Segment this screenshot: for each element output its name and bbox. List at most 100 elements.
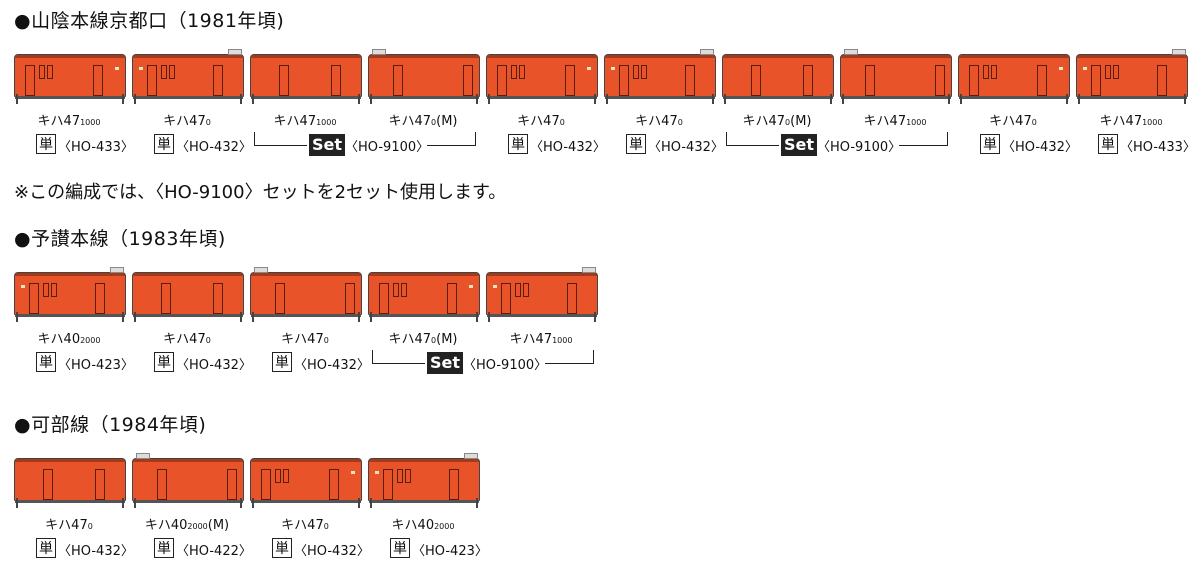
coupler (358, 312, 360, 322)
car-name: キハ47 (635, 114, 678, 129)
railcar-body (486, 54, 598, 99)
coupler (594, 312, 596, 322)
door (619, 65, 629, 96)
railcar (1076, 48, 1190, 104)
railcar-body (14, 272, 126, 317)
coupler (606, 94, 608, 104)
section-title-sanin: ●山陰本線京都口（1981年頃) (14, 10, 285, 32)
railcar (722, 48, 836, 104)
door (567, 283, 577, 314)
car-suffix: (M) (790, 114, 812, 129)
tail-lamp (139, 67, 143, 70)
door (161, 283, 171, 314)
coupler (842, 94, 844, 104)
coupler (370, 312, 372, 322)
railcar (368, 452, 482, 508)
car-subnumber: 0 (205, 118, 211, 127)
door (383, 469, 393, 500)
window (43, 283, 49, 297)
coupler (960, 94, 962, 104)
set-product-code: 〈HO-9100〉 (463, 358, 548, 373)
railcar (486, 266, 600, 322)
coupler (252, 94, 254, 104)
door (501, 283, 511, 314)
car-label: キハ471000 (1074, 110, 1188, 129)
formation-note: ※この編成では、〈HO-9100〉セットを2セット使用します。 (14, 182, 507, 203)
car-subnumber: 2000 (434, 522, 455, 531)
window (393, 283, 399, 297)
railcar-body (604, 54, 716, 99)
railcar-body (1076, 54, 1188, 99)
railcar (132, 266, 246, 322)
car-name: キハ47 (509, 332, 553, 347)
car-label: キハ471000 (12, 110, 126, 129)
product-code: 〈HO-432〉 (176, 140, 252, 155)
coupler (476, 94, 478, 104)
door (275, 283, 285, 314)
car-subnumber: 1000 (552, 336, 573, 345)
roof-equipment (582, 267, 596, 273)
single-item-badge: 単 (272, 352, 292, 372)
window (47, 65, 53, 79)
section-title-kabe: ●可部線（1984年頃) (14, 414, 207, 436)
set-badge: Set (781, 134, 818, 156)
product-code: 〈HO-432〉 (530, 140, 606, 155)
door (803, 65, 813, 96)
coupler (240, 94, 242, 104)
railcar (132, 452, 246, 508)
car-subnumber: 1000 (906, 118, 927, 127)
section-title-yosan: ●予讃本線（1983年頃) (14, 228, 226, 250)
coupler (488, 312, 490, 322)
door (147, 65, 157, 96)
coupler (122, 312, 124, 322)
window (283, 469, 289, 483)
single-item-badge: 単 (36, 538, 56, 558)
window (1105, 65, 1111, 79)
railcar-body (132, 272, 244, 317)
coupler (488, 94, 490, 104)
door (93, 65, 103, 96)
car-name: キハ47 (281, 518, 324, 533)
car-suffix: (M) (207, 518, 230, 533)
window (161, 65, 167, 79)
railcar (958, 48, 1072, 104)
railcar (14, 266, 128, 322)
single-item-badge: 単 (508, 134, 528, 154)
railcar (14, 452, 128, 508)
car-subnumber: 2000 (80, 336, 101, 345)
roof-equipment (464, 453, 478, 459)
door (213, 283, 223, 314)
door (447, 283, 457, 314)
door (331, 65, 341, 96)
single-item-badge: 単 (272, 538, 292, 558)
window (641, 65, 647, 79)
railcar-body (250, 272, 362, 317)
car-subnumber: 0 (431, 336, 437, 345)
railcar (250, 266, 364, 322)
single-item-badge: 単 (154, 538, 174, 558)
roof-equipment (1172, 49, 1186, 55)
car-name: キハ40 (144, 518, 188, 533)
set-badge: Set (427, 352, 464, 374)
car-subnumber: 0 (323, 522, 329, 531)
coupler (240, 498, 242, 508)
coupler (370, 94, 372, 104)
coupler (724, 94, 726, 104)
car-label: キハ471000 (484, 328, 598, 347)
door (935, 65, 945, 96)
car-name: キハ40 (391, 518, 435, 533)
car-name: キハ47 (517, 114, 560, 129)
door (227, 469, 237, 500)
coupler (358, 94, 360, 104)
coupler (240, 312, 242, 322)
coupler (948, 94, 950, 104)
car-label: キハ471000 (838, 110, 952, 129)
car-subnumber: 1000 (1142, 118, 1163, 127)
coupler (1078, 94, 1080, 104)
car-subnumber: 0 (1031, 118, 1037, 127)
product-code: 〈HO-422〉 (176, 544, 252, 559)
car-subnumber: 0 (323, 336, 329, 345)
set-product-code: 〈HO-9100〉 (817, 140, 902, 155)
set-badge: Set (309, 134, 346, 156)
window (275, 469, 281, 483)
